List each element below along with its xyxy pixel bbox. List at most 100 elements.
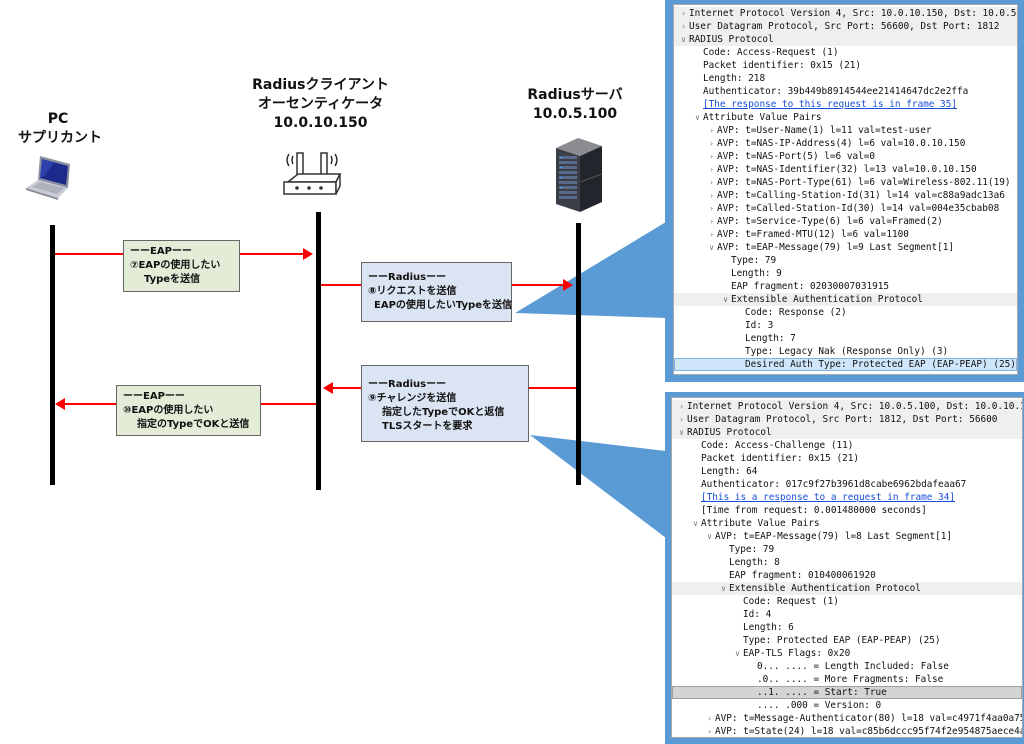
packet-tree-row[interactable]: Authenticator: 39b449b8914544ee21414647d…	[674, 85, 1017, 98]
packet-field-text: AVP: t=NAS-Identifier(32) l=13 val=10.0.…	[717, 164, 977, 175]
packet-field-text: AVP: t=Calling-Station-Id(31) l=14 val=c…	[717, 190, 1005, 201]
packet-tree-row[interactable]: .... .000 = Version: 0	[672, 699, 1022, 712]
chevron-down-icon[interactable]: ∨	[681, 35, 686, 44]
packet-tree-row[interactable]: ›AVP: t=Calling-Station-Id(31) l=14 val=…	[674, 189, 1017, 202]
packet-tree-row[interactable]: Authenticator: 017c9f27b3961d8cabe6962bd…	[672, 478, 1022, 491]
packet-field-text: AVP: t=Framed-MTU(12) l=6 val=1100	[717, 229, 909, 240]
packet-tree-row[interactable]: Code: Access-Request (1)	[674, 46, 1017, 59]
chevron-right-icon[interactable]: ›	[709, 165, 714, 174]
packet-tree-row[interactable]: [The response to this request is in fram…	[674, 98, 1017, 111]
packet-tree-row[interactable]: ∨AVP: t=EAP-Message(79) l=9 Last Segment…	[674, 241, 1017, 254]
chevron-down-icon[interactable]: ∨	[707, 532, 712, 541]
chevron-right-icon[interactable]: ›	[707, 727, 712, 736]
chevron-down-icon[interactable]: ∨	[721, 584, 726, 593]
packet-field-text: Desired Auth Type: Protected EAP (EAP-PE…	[745, 359, 1016, 370]
packet-tree-row[interactable]: ›AVP: t=NAS-Port-Type(61) l=6 val=Wirele…	[674, 176, 1017, 189]
chevron-down-icon[interactable]: ∨	[693, 519, 698, 528]
client-label-line1: Radiusクライアント	[252, 77, 389, 93]
packet-tree-row[interactable]: ›AVP: t=User-Name(1) l=11 val=test-user	[674, 124, 1017, 137]
packet-tree-row[interactable]: Type: Legacy Nak (Response Only) (3)	[674, 345, 1017, 358]
chevron-down-icon[interactable]: ∨	[709, 243, 714, 252]
packet-tree-row[interactable]: ∨Extensible Authentication Protocol	[674, 293, 1017, 306]
chevron-right-icon[interactable]: ›	[709, 230, 714, 239]
packet-tree-row[interactable]: ›AVP: t=Framed-MTU(12) l=6 val=1100	[674, 228, 1017, 241]
packet-tree-row[interactable]: ›User Datagram Protocol, Src Port: 56600…	[674, 20, 1017, 33]
packet-tree-row[interactable]: ∨Attribute Value Pairs	[672, 517, 1022, 530]
chevron-right-icon[interactable]: ›	[707, 714, 712, 723]
packet-tree-row[interactable]: [Time from request: 0.001480000 seconds]	[672, 504, 1022, 517]
packet-tree-row[interactable]: ∨Attribute Value Pairs	[674, 111, 1017, 124]
packet-tree-row[interactable]: Id: 4	[672, 608, 1022, 621]
packet-tree-row[interactable]: [This is a response to a request in fram…	[672, 491, 1022, 504]
packet-tree-row[interactable]: Length: 218	[674, 72, 1017, 85]
packet-tree-row[interactable]: ∨EAP-TLS Flags: 0x20	[672, 647, 1022, 660]
packet-field-text: Code: Response (2)	[745, 307, 847, 318]
packet-tree-row[interactable]: ∨AVP: t=EAP-Message(79) l=8 Last Segment…	[672, 530, 1022, 543]
chevron-right-icon[interactable]: ›	[679, 415, 684, 424]
packet-tree-row[interactable]: Type: 79	[674, 254, 1017, 267]
packet-field-text: Authenticator: 017c9f27b3961d8cabe6962bd…	[701, 479, 967, 490]
packet-tree-row[interactable]: ›Internet Protocol Version 4, Src: 10.0.…	[674, 7, 1017, 20]
chevron-down-icon[interactable]: ∨	[679, 428, 684, 437]
packet-tree-row[interactable]: ›AVP: t=State(24) l=18 val=c85b6dccc95f7…	[672, 725, 1022, 737]
chevron-right-icon[interactable]: ›	[709, 126, 714, 135]
frame-link[interactable]: [The response to this request is in fram…	[703, 99, 957, 110]
packet-tree-row[interactable]: Type: Protected EAP (EAP-PEAP) (25)	[672, 634, 1022, 647]
chevron-right-icon[interactable]: ›	[681, 22, 686, 31]
chevron-down-icon[interactable]: ∨	[695, 113, 700, 122]
chevron-right-icon[interactable]: ›	[679, 402, 684, 411]
packet-field-text: .... .000 = Version: 0	[757, 700, 882, 711]
chevron-down-icon[interactable]: ∨	[723, 295, 728, 304]
packet-tree-row[interactable]: .0.. .... = More Fragments: False	[672, 673, 1022, 686]
packet-tree-row[interactable]: Code: Response (2)	[674, 306, 1017, 319]
packet-tree-row[interactable]: ›Internet Protocol Version 4, Src: 10.0.…	[672, 400, 1022, 413]
packet-field-text: Attribute Value Pairs	[701, 518, 820, 529]
packet-tree-challenge[interactable]: ›Internet Protocol Version 4, Src: 10.0.…	[671, 397, 1023, 738]
message-title: ーーEAPーー	[130, 246, 192, 257]
packet-tree-row[interactable]: ›AVP: t=Called-Station-Id(30) l=14 val=0…	[674, 202, 1017, 215]
packet-tree-row[interactable]: Packet identifier: 0x15 (21)	[672, 452, 1022, 465]
message-line: Typeを送信	[144, 274, 201, 285]
packet-tree-row[interactable]: Length: 9	[674, 267, 1017, 280]
packet-tree-row[interactable]: Id: 3	[674, 319, 1017, 332]
packet-field-text: Length: 64	[701, 466, 758, 477]
packet-tree-row[interactable]: ∨RADIUS Protocol	[674, 33, 1017, 46]
packet-tree-row[interactable]: Code: Access-Challenge (11)	[672, 439, 1022, 452]
message-line: ⑦EAPの使用したい	[130, 260, 221, 271]
chevron-right-icon[interactable]: ›	[709, 139, 714, 148]
packet-tree-row[interactable]: ›AVP: t=NAS-IP-Address(4) l=6 val=10.0.1…	[674, 137, 1017, 150]
packet-tree-row[interactable]: ›User Datagram Protocol, Src Port: 1812,…	[672, 413, 1022, 426]
packet-tree-row[interactable]: EAP fragment: 010400061920	[672, 569, 1022, 582]
chevron-right-icon[interactable]: ›	[709, 204, 714, 213]
chevron-right-icon[interactable]: ›	[709, 178, 714, 187]
packet-tree-request[interactable]: ›Internet Protocol Version 4, Src: 10.0.…	[673, 4, 1018, 375]
packet-tree-row[interactable]: Code: Request (1)	[672, 595, 1022, 608]
chevron-right-icon[interactable]: ›	[709, 191, 714, 200]
chevron-right-icon[interactable]: ›	[709, 152, 714, 161]
packet-field-text: Length: 6	[743, 622, 794, 633]
packet-tree-row[interactable]: Type: 79	[672, 543, 1022, 556]
packet-tree-row[interactable]: ›AVP: t=Service-Type(6) l=6 val=Framed(2…	[674, 215, 1017, 228]
packet-tree-row[interactable]: ..1. .... = Start: True	[672, 686, 1022, 699]
packet-tree-row[interactable]: Length: 64	[672, 465, 1022, 478]
chevron-right-icon[interactable]: ›	[709, 217, 714, 226]
packet-tree-row[interactable]: Desired Auth Type: Protected EAP (EAP-PE…	[674, 358, 1017, 371]
packet-tree-row[interactable]: EAP fragment: 02030007031915	[674, 280, 1017, 293]
frame-link[interactable]: [This is a response to a request in fram…	[701, 492, 955, 503]
packet-tree-row[interactable]: ∨RADIUS Protocol	[672, 426, 1022, 439]
packet-tree-row[interactable]: Packet identifier: 0x15 (21)	[674, 59, 1017, 72]
packet-field-text: Packet identifier: 0x15 (21)	[701, 453, 860, 464]
packet-tree-row[interactable]: Length: 6	[672, 621, 1022, 634]
packet-tree-row[interactable]: Length: 8	[672, 556, 1022, 569]
packet-tree-row[interactable]: ›AVP: t=NAS-Identifier(32) l=13 val=10.0…	[674, 163, 1017, 176]
packet-tree-row[interactable]: ›AVP: t=NAS-Port(5) l=6 val=0	[674, 150, 1017, 163]
packet-tree-row[interactable]: ∨Extensible Authentication Protocol	[672, 582, 1022, 595]
message-box-7: ーーEAPーー ⑦EAPの使用したい Typeを送信	[123, 240, 240, 292]
chevron-down-icon[interactable]: ∨	[735, 649, 740, 658]
chevron-right-icon[interactable]: ›	[681, 9, 686, 18]
packet-tree-row[interactable]: 0... .... = Length Included: False	[672, 660, 1022, 673]
packet-field-text: AVP: t=NAS-Port(5) l=6 val=0	[717, 151, 876, 162]
packet-tree-row[interactable]: ›AVP: t=Message-Authenticator(80) l=18 v…	[672, 712, 1022, 725]
message-line: ⑨チャレンジを送信	[368, 393, 457, 404]
packet-tree-row[interactable]: Length: 7	[674, 332, 1017, 345]
